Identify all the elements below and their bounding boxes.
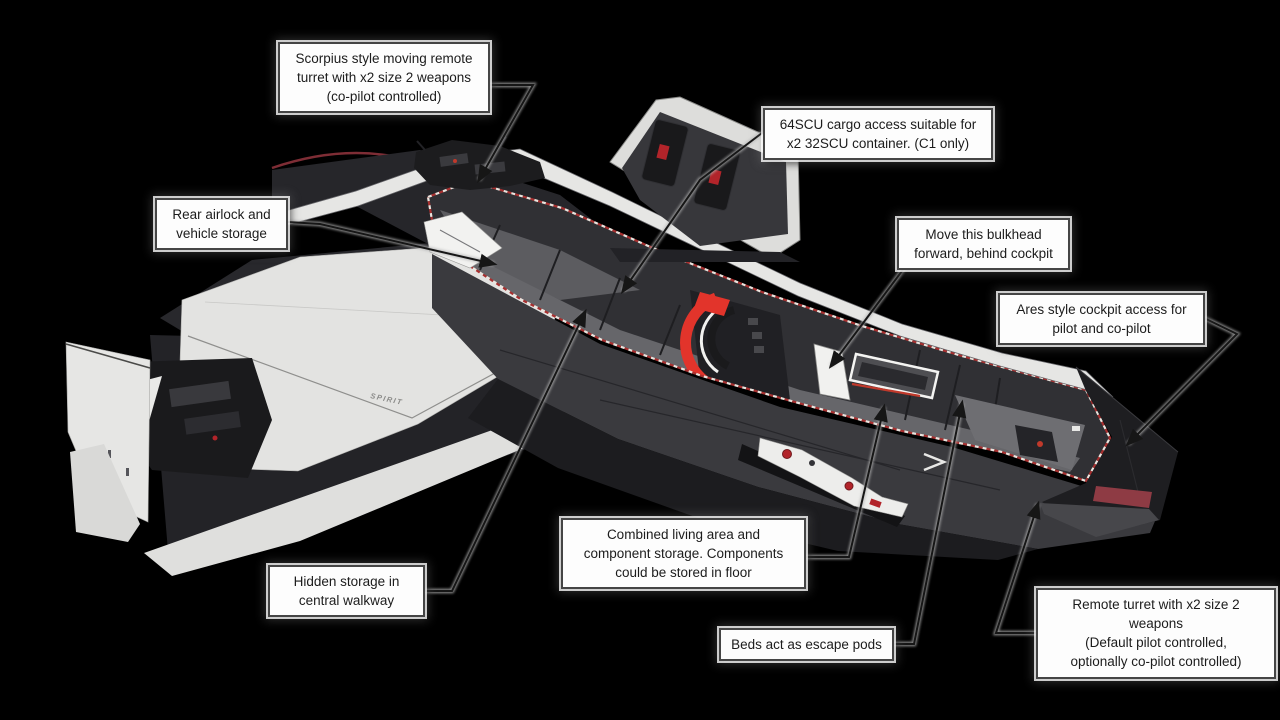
leader-lines <box>287 82 1241 647</box>
leader-remote-turret <box>992 500 1041 636</box>
leader-scorpius-turret <box>477 82 537 184</box>
leader-hidden-storage <box>424 308 588 594</box>
leader-rear-airlock <box>287 219 498 268</box>
callout-remote-turret: Remote turret with x2 size 2 weapons (De… <box>1036 588 1276 679</box>
container-lock <box>641 119 689 187</box>
callout-scorpius-turret: Scorpius style moving remote turret with… <box>278 42 490 114</box>
landing-gear-arm <box>757 437 909 518</box>
wing-lower-panel <box>144 416 560 576</box>
callout-bulkhead: Move this bulkhead forward, behind cockp… <box>897 218 1070 271</box>
callout-rear-airlock: Rear airlock and vehicle storage <box>155 198 288 251</box>
callout-escape-pods: Beds act as escape pods <box>719 628 894 662</box>
callout-hidden-storage: Hidden storage in central walkway <box>268 565 425 618</box>
callout-cockpit-access: Ares style cockpit access for pilot and … <box>998 293 1205 346</box>
exposed-engine-block <box>116 358 272 478</box>
leader-cockpit-access <box>1125 315 1241 447</box>
leader-bulkhead <box>828 265 907 369</box>
callout-living-area: Combined living area and component stora… <box>561 518 806 590</box>
engine-housing <box>690 290 790 400</box>
leader-living-area <box>805 403 888 560</box>
cargo-bay-floor <box>440 210 640 300</box>
nose-red-stripe <box>1093 486 1152 508</box>
cutaway-interior <box>426 179 1112 483</box>
tail-fin <box>65 341 151 542</box>
leader-escape-pods <box>893 399 967 647</box>
callout-cargo-access: 64SCU cargo access suitable for x2 32SCU… <box>763 108 993 161</box>
remote-turret-top <box>414 136 545 190</box>
nose-section <box>1040 366 1179 537</box>
hull-chevron-marking <box>923 452 948 472</box>
pilot-seat <box>1015 425 1058 462</box>
leader-cargo-access <box>620 131 764 294</box>
